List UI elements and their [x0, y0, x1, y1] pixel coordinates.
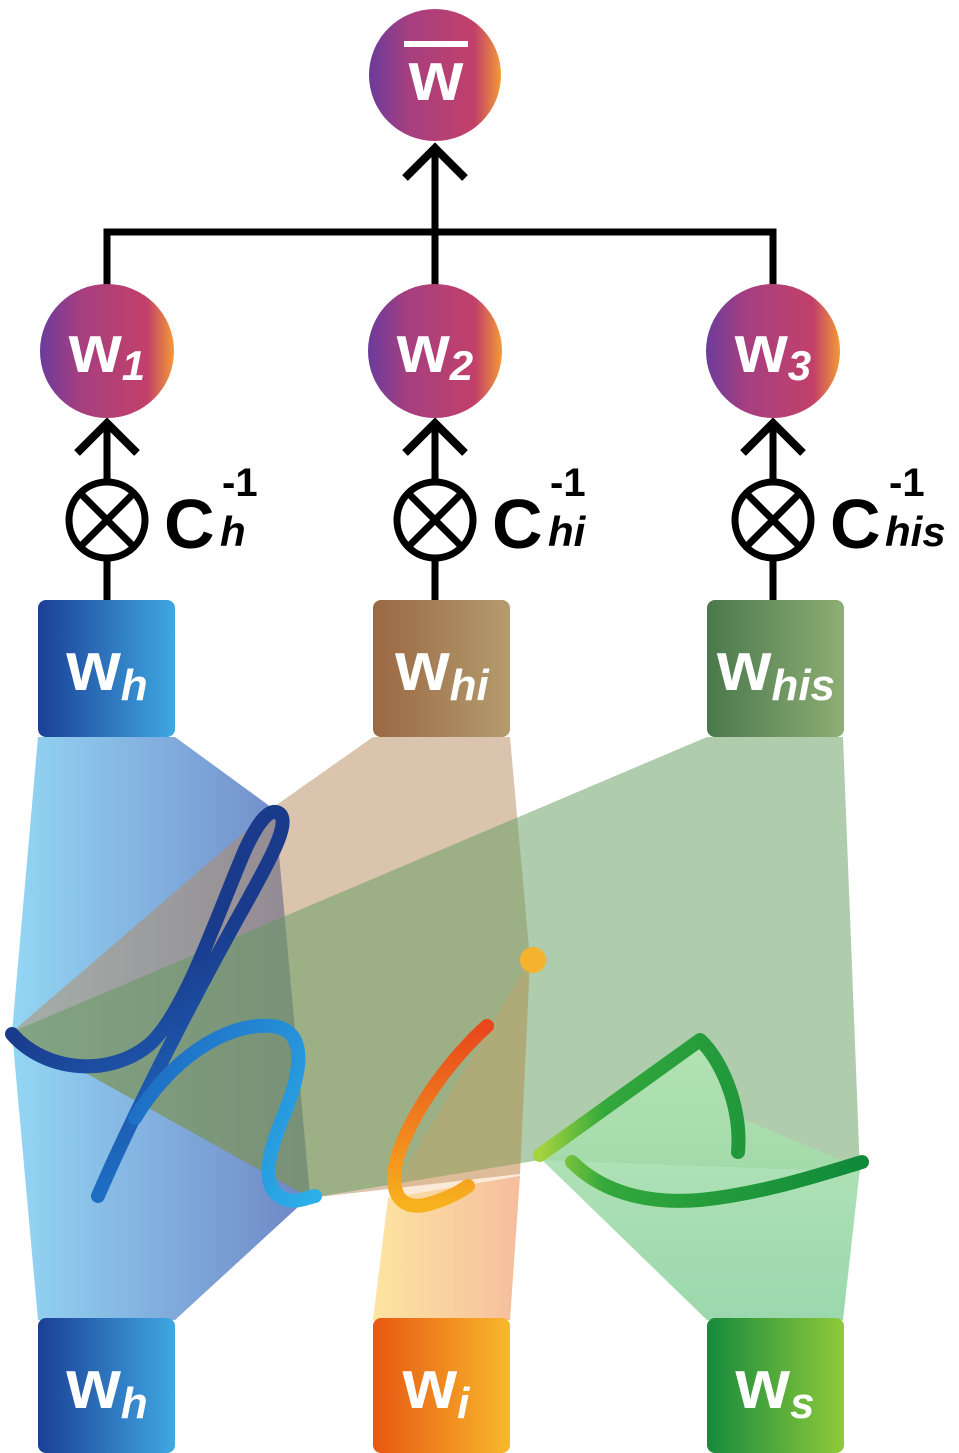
column-2-wiring [402, 417, 468, 601]
upper-box-his: whis [707, 600, 844, 737]
combined-node-label: w [408, 37, 464, 115]
letter-s-top-stroke [533, 1033, 746, 1162]
operator-superscript: -1 [550, 461, 586, 505]
box-label: wi [402, 1345, 470, 1428]
symbol: w [734, 311, 789, 387]
subscript: h [121, 661, 148, 710]
arrow-up-icon [402, 142, 468, 181]
symbol: w [68, 311, 123, 387]
box-background [373, 600, 510, 737]
symbol: w [396, 311, 451, 387]
lower-box-h: wh [38, 1318, 175, 1453]
box-background [707, 1318, 844, 1453]
combined-weight-node: w [369, 9, 501, 141]
weight-node-circle [706, 284, 840, 418]
symbol: w [65, 627, 121, 705]
symbol: w [402, 1345, 458, 1423]
symbol: w [65, 1345, 121, 1423]
letter-h-ascender-stroke [5, 805, 290, 1203]
circled-times-icon [65, 478, 149, 562]
subscript: i [457, 1379, 470, 1428]
box-label: ws [735, 1345, 815, 1428]
weight-node-label: w2 [396, 311, 473, 389]
weight-node-3: w3 [706, 284, 840, 418]
operator-3: C -1 his [731, 461, 946, 563]
arrow-up-icon [74, 417, 140, 456]
operator-subscript: h [220, 508, 246, 555]
box-background [373, 1318, 510, 1453]
weight-node-circle [40, 284, 174, 418]
operator-superscript: -1 [222, 461, 258, 505]
box-label: whis [716, 627, 835, 710]
region-w-s [540, 1035, 860, 1320]
weight-node-circle [368, 284, 502, 418]
upper-box-h: wh [38, 600, 175, 737]
box-background [38, 600, 175, 737]
subscript: 3 [788, 342, 811, 389]
arrow-up-icon [402, 417, 468, 456]
merge-bar [103, 228, 777, 287]
operator-symbol: C [492, 485, 543, 563]
circled-times-icon [393, 478, 477, 562]
arrow-up-icon [740, 417, 806, 456]
operator-subscript: his [885, 508, 946, 555]
box-background [38, 1318, 175, 1453]
region-w-i-upper [388, 960, 530, 1198]
weight-node-2: w2 [368, 284, 502, 418]
weight-node-label: w1 [68, 311, 145, 389]
subscript: s [790, 1379, 814, 1428]
box-label: wh [65, 627, 147, 710]
subscript: 1 [122, 342, 145, 389]
box-background [707, 600, 844, 737]
subscript: hi [450, 661, 490, 710]
symbol: w [394, 627, 450, 705]
handwriting-his [5, 805, 869, 1213]
operator-symbol: C [164, 485, 215, 563]
subscript: his [771, 661, 835, 710]
column-3-wiring [740, 417, 806, 601]
symbol: w [735, 1345, 791, 1423]
operator-2: C -1 hi [393, 461, 587, 563]
weight-node-label: w3 [734, 311, 811, 389]
operator-subscript: hi [548, 508, 587, 555]
letter-s-bottom-stroke [565, 1155, 869, 1208]
wiring [74, 142, 806, 601]
box-label: whi [394, 627, 489, 710]
operator-1: C -1 h [65, 461, 258, 563]
regions [12, 737, 860, 1320]
operator-superscript: -1 [889, 461, 925, 505]
lower-box-s: ws [707, 1318, 844, 1453]
upper-box-hi: whi [373, 600, 510, 737]
subscript: 2 [449, 342, 473, 389]
box-label: wh [65, 1345, 147, 1428]
lower-box-i: wi [373, 1318, 510, 1453]
letter-i-stroke [387, 1019, 494, 1213]
weight-node-1: w1 [40, 284, 174, 418]
circled-times-icon [731, 478, 815, 562]
letter-s [533, 1033, 869, 1208]
letter-h-hump-stroke [128, 1018, 322, 1208]
letter-i [387, 947, 546, 1213]
subscript: h [121, 1379, 148, 1428]
operator-symbol: C [830, 485, 881, 563]
symbol: w [716, 627, 772, 705]
letter-h [5, 805, 322, 1208]
column-1-wiring [74, 417, 140, 601]
letter-i-dot [520, 947, 546, 973]
